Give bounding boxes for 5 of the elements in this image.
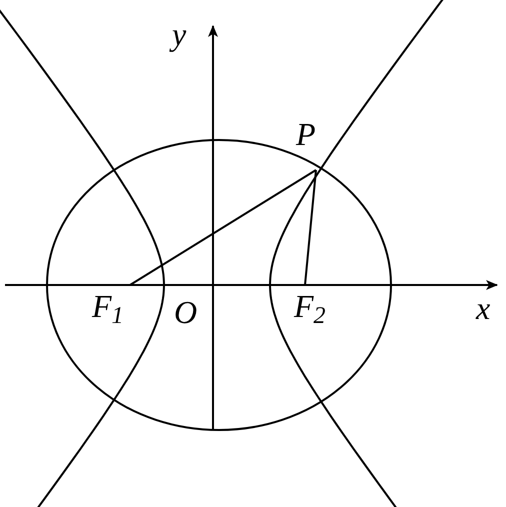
point-label: P: [296, 118, 316, 150]
point-label: F$_{2}$: [294, 290, 326, 322]
origin-label: O: [174, 296, 198, 328]
point-label: F$_{1}$: [92, 290, 124, 322]
axis-label: x: [476, 292, 490, 324]
